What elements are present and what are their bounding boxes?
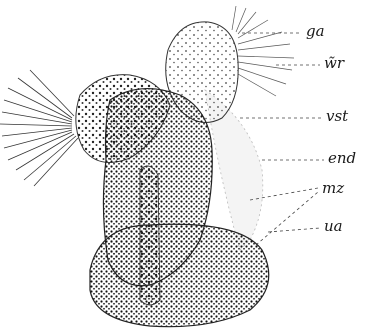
label-mz: mz bbox=[322, 181, 344, 196]
left-bristles bbox=[0, 70, 78, 186]
top-bristles bbox=[232, 6, 294, 96]
label-wr: w̃r bbox=[324, 56, 344, 71]
label-end: end bbox=[328, 151, 356, 166]
label-ga: ga bbox=[306, 24, 325, 39]
label-ua: ua bbox=[324, 219, 343, 234]
lower-sac bbox=[90, 224, 269, 326]
label-vst: vst bbox=[326, 109, 348, 124]
inner-stalk bbox=[140, 166, 160, 305]
